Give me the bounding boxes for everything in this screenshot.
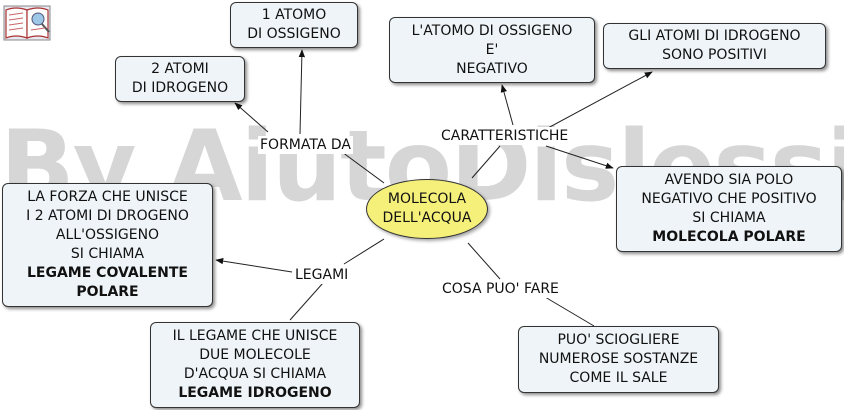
node-text: D'ACQUA SI CHIAMA [183, 366, 327, 382]
node-text: SI CHIAMA [692, 210, 766, 226]
line-center-cosa [467, 242, 501, 280]
node-text-bold: POLARE [76, 284, 139, 300]
central-topic-line2: DELL'ACQUA [382, 210, 472, 226]
line-cosa-sciogliere [544, 296, 595, 327]
node-text: DI OSSIGENO [247, 26, 341, 42]
link-label-formata-da: FORMATA DA [258, 136, 353, 154]
node-text: L'ATOMO DI OSSIGENO [411, 22, 573, 39]
node-text: ALL'OSSIGENO [55, 227, 160, 243]
node-atomi-idrogeno[interactable]: 2 ATOMI DI IDROGENO [115, 56, 245, 102]
node-text: NEGATIVO [456, 60, 528, 77]
arrow-legame-covalente [215, 257, 293, 273]
link-label-legami: LEGAMI [293, 266, 351, 284]
node-text-bold: LEGAME IDROGENO [178, 385, 332, 401]
line-legami-idrogeno [289, 282, 324, 321]
node-text: AVENDO SIA POLO [664, 172, 794, 188]
node-text: DI IDROGENO [131, 80, 229, 96]
line-center-caratteristiche [471, 145, 501, 179]
node-atomo-ossigeno[interactable]: 1 ATOMO DI OSSIGENO [230, 2, 358, 48]
central-topic-line1: MOLECOLA [387, 191, 467, 207]
node-text-bold: MOLECOLA POLARE [652, 229, 806, 245]
arrow-atomi-idrogeno [234, 102, 269, 133]
node-text: GLI ATOMI DI IDROGENO [628, 28, 801, 44]
line-center-legami [343, 238, 385, 265]
arrow-atomo-ossigeno [298, 49, 306, 135]
node-text: NEGATIVO CHE POSITIVO [641, 191, 817, 207]
node-sciogliere[interactable]: PUO' SCIOGLIERE NUMEROSE SOSTANZE COME I… [518, 326, 719, 393]
node-text: SONO POSITIVI [662, 47, 767, 63]
node-ossigeno-negativo[interactable]: L'ATOMO DI OSSIGENO E' NEGATIVO [389, 17, 595, 83]
node-text: IL LEGAME CHE UNISCE [172, 328, 338, 344]
node-legame-covalente[interactable]: LA FORZA CHE UNISCE I 2 ATOMI DI DROGENO… [2, 183, 213, 307]
node-text: E' [485, 41, 499, 58]
arrow-molecola-polare [545, 145, 614, 169]
node-text: COME IL SALE [569, 370, 668, 386]
node-text: NUMEROSE SOSTANZE [538, 351, 699, 367]
node-text-bold: LEGAME COVALENTE [26, 265, 188, 281]
central-topic[interactable]: MOLECOLA DELL'ACQUA [366, 179, 488, 239]
node-idrogeno-positivi[interactable]: GLI ATOMI DI IDROGENO SONO POSITIVI [603, 23, 826, 69]
link-label-cosa-puo-fare: COSA PUO' FARE [440, 280, 561, 298]
node-text: SI CHIAMA [70, 246, 145, 262]
node-text: PUO' SCIOGLIERE [557, 332, 680, 348]
line-center-formata [341, 151, 385, 184]
open-book-icon [3, 5, 51, 41]
node-legame-idrogeno[interactable]: IL LEGAME CHE UNISCE DUE MOLECOLE D'ACQU… [150, 322, 360, 408]
arrow-idrogeno-positivi [547, 71, 653, 129]
link-label-caratteristiche: CARATTERISTICHE [439, 127, 571, 145]
arrow-ossigeno-negativo [500, 84, 514, 126]
node-text: I 2 ATOMI DI DROGENO [26, 208, 189, 224]
node-text: 1 ATOMO [261, 7, 327, 23]
node-text: 2 ATOMI [151, 61, 209, 77]
node-text: LA FORZA CHE UNISCE [27, 189, 188, 205]
node-molecola-polare[interactable]: AVENDO SIA POLO NEGATIVO CHE POSITIVO SI… [616, 166, 842, 252]
node-text: DUE MOLECOLE [199, 347, 311, 363]
